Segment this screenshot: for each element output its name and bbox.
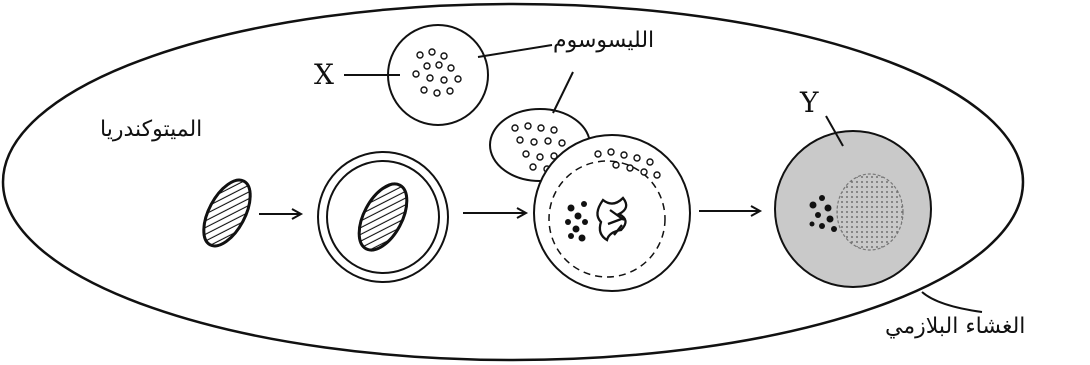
lysosome-x (388, 25, 488, 125)
plasma-membrane-pointer (922, 292, 982, 312)
lysosome-label: الليسوسوم (553, 28, 654, 53)
x-label: X (314, 58, 334, 91)
mitochondrion (194, 173, 260, 253)
residual-body-y (775, 131, 931, 287)
plasma-membrane-label: الغشاء البلازمي (885, 314, 1025, 339)
lysosome-label-line (478, 45, 552, 57)
lysosome-fusion-label-line (553, 72, 573, 113)
autolysosome (534, 135, 690, 291)
y-label: Y (800, 86, 818, 119)
autophagosome (318, 152, 448, 282)
mitochondria-label: الميتوكندريا (100, 117, 202, 142)
